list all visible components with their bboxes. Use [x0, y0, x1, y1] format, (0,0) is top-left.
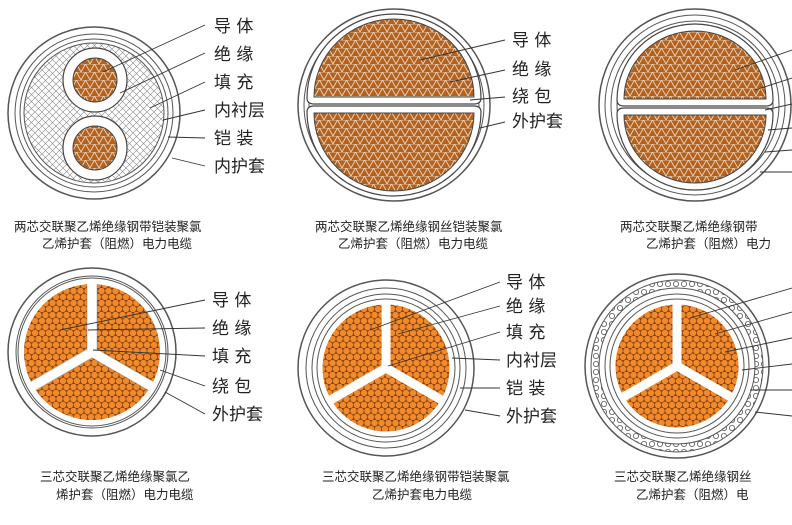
conductor [313, 18, 475, 98]
three-sector-cores [17, 277, 167, 427]
label-insulation: 绝 缘 [214, 45, 253, 65]
label-outer-sheath: 外护套 [506, 407, 557, 427]
label-insulation: 绝 缘 [212, 319, 251, 339]
caption-line-1: 两芯交联聚乙烯绝缘钢带 [620, 219, 758, 234]
panel-two-core-steel-wire: 导 体 绝 缘 绕 包 外护套 两芯交联聚乙烯绝缘钢丝铠装聚氯 乙烯护套（阻燃）… [297, 8, 563, 251]
caption-line-2: 烯护套（阻燃）电力电缆 [56, 487, 194, 502]
caption-line-1: 三芯交联聚乙烯绝缘钢丝 [614, 469, 752, 484]
panel-two-core-steel-tape-cropped: 两芯交联聚乙烯绝缘钢带 乙烯护套（阻燃）电力 [598, 8, 792, 251]
panel-three-core-steel-wire-cropped: 三芯交联聚乙烯绝缘钢丝 乙烯护套（阻燃）电 [584, 273, 792, 502]
label-conductor: 导 体 [506, 273, 545, 293]
label-inner-liner: 内衬层 [214, 101, 265, 121]
label-insulation: 绝 缘 [506, 297, 545, 317]
insulation [326, 302, 446, 405]
caption-line-1: 两芯交联聚乙烯绝缘钢丝铠装聚氯 [315, 219, 503, 234]
label-armor: 铠 装 [214, 129, 253, 149]
caption-line-2: 乙烯护套（阻燃）电力 [646, 236, 771, 251]
label-inner-liner: 内衬层 [506, 351, 557, 371]
label-filler: 填 充 [506, 323, 545, 343]
panel-three-core-pvc: 导 体 绝 缘 填 充 绕 包 外护套 三芯交联聚乙烯绝缘聚氯乙 烯护套（阻燃）… [7, 267, 263, 502]
conductor [623, 30, 767, 100]
caption-line-1: 三芯交联聚乙烯绝缘聚氯乙 [40, 469, 190, 484]
caption-line-2: 乙烯护套（阻燃）电力电缆 [338, 236, 489, 251]
caption-line-2: 乙烯护套（阻燃）电力电缆 [42, 236, 193, 251]
label-outer-sheath: 外护套 [512, 112, 563, 132]
label-outer-sheath: 外护套 [212, 405, 263, 425]
label-binding-tape: 绕 包 [212, 377, 251, 397]
caption-line-2: 乙烯护套电力电缆 [372, 487, 473, 502]
caption-line-1: 三芯交联聚乙烯绝缘钢带铠装聚氯 [322, 469, 510, 484]
label-filler: 填 充 [214, 73, 253, 93]
label-filler: 填 充 [212, 347, 251, 367]
label-armor: 铠 装 [506, 379, 545, 399]
panel-two-core-steel-tape: 导 体 绝 缘 填 充 内衬层 铠 装 内护套 两芯交联聚乙烯绝缘钢带铠装聚氯 … [7, 17, 265, 251]
label-conductor: 导 体 [212, 291, 251, 311]
label-conductor: 导 体 [512, 31, 551, 51]
insulation [619, 302, 735, 402]
caption-line-1: 两芯交联聚乙烯绝缘钢带铠装聚氯 [14, 219, 202, 234]
label-insulation: 绝 缘 [512, 60, 551, 80]
label-conductor: 导 体 [214, 17, 253, 37]
conductor [72, 57, 118, 103]
label-binding-tape: 绕 包 [512, 87, 551, 107]
filler [23, 42, 165, 184]
caption-line-2: 乙烯护套（阻燃）电 [636, 487, 749, 502]
label-inner-sheath: 内护套 [214, 157, 265, 177]
panel-three-core-steel-tape: 导 体 绝 缘 填 充 内衬层 铠 装 外护套 三芯交联聚乙烯绝缘钢带铠装聚氯 … [297, 273, 557, 502]
